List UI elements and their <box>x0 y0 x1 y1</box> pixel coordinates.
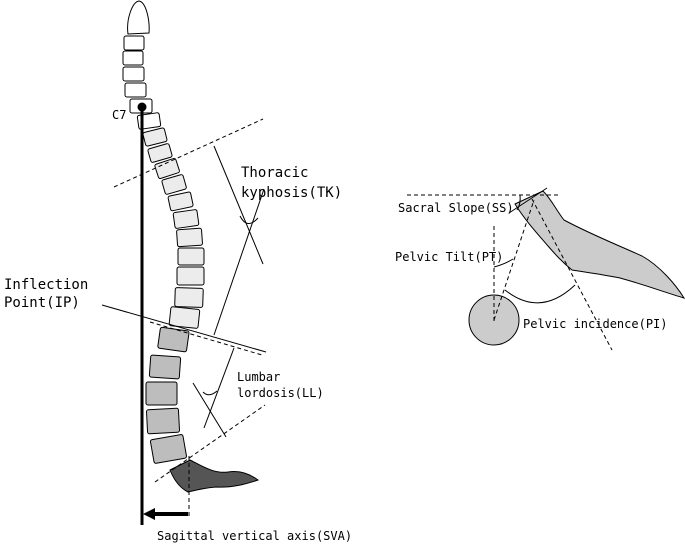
tk-lower-endplate-line <box>149 321 263 356</box>
inflection-line <box>101 304 267 353</box>
vertebra-l1 <box>157 326 190 353</box>
vertebra-t10 <box>174 287 204 308</box>
pi-angle-arc <box>504 284 576 304</box>
vertebra-t7 <box>176 227 203 248</box>
vertebra-t1 <box>142 127 168 147</box>
ll-lower-endplate-line <box>154 404 266 483</box>
vertebra-t8 <box>177 247 205 266</box>
vertebra-t5 <box>167 191 194 212</box>
ip-label-line2: Point(IP) <box>4 295 80 311</box>
vertebra-l5 <box>149 434 188 464</box>
pi-perpendicular-line <box>531 198 613 351</box>
tk-lower-perpendicular <box>213 188 265 336</box>
sacrum <box>169 459 260 493</box>
lumbar-vertebrae <box>145 326 190 464</box>
vertebra-c1 <box>123 35 145 51</box>
vertebra-t2 <box>147 143 173 163</box>
ll-lower-perpendicular <box>203 347 235 429</box>
tk-upper-endplate-line <box>113 118 264 188</box>
ll-angle-arc <box>202 390 218 396</box>
pt-angle-arc <box>493 258 514 268</box>
vertebra-t3 <box>154 157 180 179</box>
c7-label: C7 <box>112 108 126 122</box>
vertebra-l3 <box>145 381 178 406</box>
pi-hip-to-sacrum-line <box>493 199 535 321</box>
vertebra-l4 <box>145 407 181 435</box>
vertebra-t4 <box>161 174 187 195</box>
ss-endplate-line <box>508 187 548 214</box>
tk-angle-arc <box>239 215 259 224</box>
tk-label-line1: Thoracic <box>241 165 308 181</box>
vertebra-c2 <box>122 50 144 66</box>
sva-label: Sagittal vertical axis(SVA) <box>157 529 352 543</box>
ll-label-line1: Lumbar <box>237 370 280 384</box>
tk-upper-perpendicular <box>213 145 264 265</box>
thoracic-kyphosis-measure <box>113 118 265 356</box>
ll-upper-perpendicular <box>192 382 227 438</box>
pelvic-sacrum <box>514 190 685 299</box>
ll-label-line2: lordosis(LL) <box>237 386 324 400</box>
ss-label: Sacral Slope(SS) <box>398 201 514 215</box>
vertebra-t9 <box>176 266 205 286</box>
lumbar-lordosis-measure <box>154 347 266 483</box>
vertebra-c3 <box>122 66 145 82</box>
pi-label: Pelvic incidence(PI) <box>523 317 668 331</box>
vertebra-l2 <box>148 354 182 380</box>
vertebra-t11 <box>168 306 201 329</box>
spine <box>122 0 260 493</box>
tk-label-line2: kyphosis(TK) <box>241 185 342 201</box>
c7-centroid-dot <box>137 102 147 112</box>
vertebra-t6 <box>172 209 200 229</box>
sva-arrow <box>143 456 190 520</box>
vertebra-c4 <box>124 82 147 98</box>
pt-label: Pelvic Tilt(PT) <box>395 250 503 264</box>
cervical-tip <box>127 0 150 35</box>
ss-angle-arc <box>516 194 521 211</box>
thoracic-vertebrae <box>142 127 205 329</box>
ip-label-line1: Inflection <box>4 277 88 293</box>
pelvis-diagram <box>407 187 685 351</box>
